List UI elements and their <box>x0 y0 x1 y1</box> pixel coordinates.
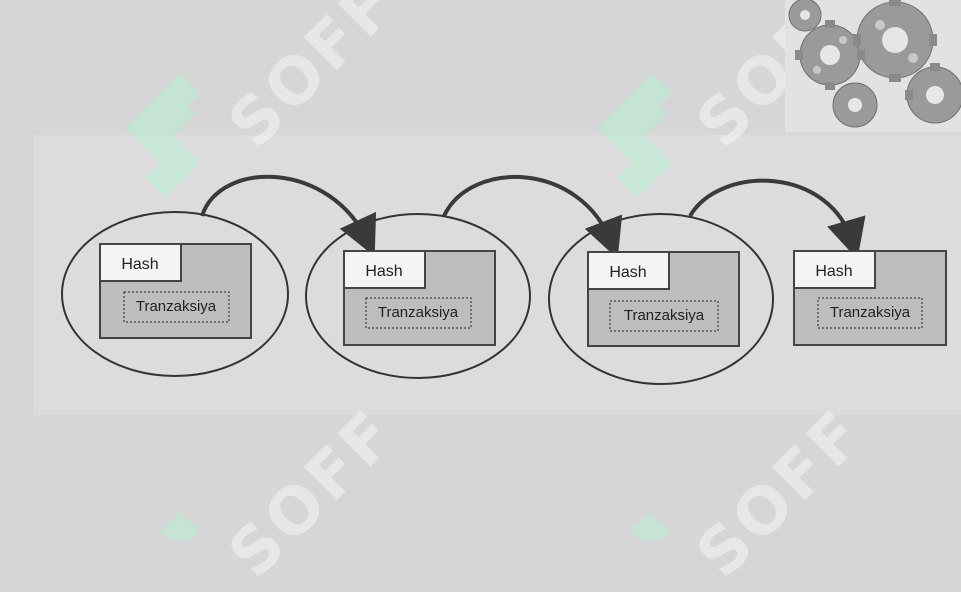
link-arrow-3-4 <box>688 178 866 260</box>
hash-label: Hash <box>609 264 646 281</box>
block-2-circle <box>305 213 531 379</box>
slide: SOFF SOFF SOFF SOFF <box>61 0 961 592</box>
transaction-label: Tranzaksiya <box>830 304 911 321</box>
link-arrow-2-3 <box>442 175 623 259</box>
soff-logo-icon <box>630 512 670 540</box>
transaction-label: Tranzaksiya <box>378 304 459 321</box>
block-1: Hash Tranzaksiya <box>99 243 252 339</box>
soff-logo-icon <box>597 73 672 198</box>
block-3: Hash Tranzaksiya <box>587 251 740 347</box>
gears-icon <box>785 0 961 132</box>
soff-logo-icon <box>160 512 200 540</box>
hash-label: Hash <box>121 256 158 273</box>
hash-label: Hash <box>365 263 402 280</box>
link-arrow-1-2 <box>200 174 377 257</box>
transaction-label: Tranzaksiya <box>136 298 217 315</box>
soff-logo-icon <box>125 73 200 198</box>
block-1-circle <box>61 211 289 377</box>
block-4: Hash Tranzaksiya <box>793 250 947 346</box>
blockchain-diagram: Hash Tranzaksiya Hash Tranzaksiya Hash T… <box>61 174 947 385</box>
transaction-label: Tranzaksiya <box>624 307 705 324</box>
block-3-circle <box>548 213 774 385</box>
block-2: Hash Tranzaksiya <box>343 250 496 346</box>
hash-label: Hash <box>815 263 852 280</box>
